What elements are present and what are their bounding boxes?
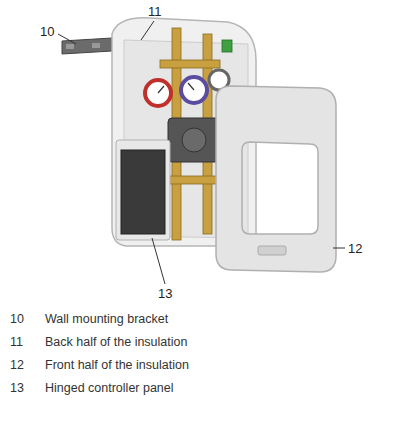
legend-number: 13 (10, 381, 24, 396)
drawing-line (141, 21, 154, 40)
drawing-path (216, 86, 336, 272)
drawing-line (158, 86, 164, 93)
drawing-circle (182, 128, 206, 152)
drawing-line (188, 83, 194, 90)
drawing-rect (164, 176, 220, 184)
front-insulation (216, 86, 336, 272)
drawing-rect (66, 44, 74, 49)
drawing-rect (121, 150, 165, 234)
drawing-rect (160, 60, 220, 68)
callout-number: 12 (348, 241, 362, 256)
drawing-line (58, 34, 76, 44)
drawing-line (333, 248, 345, 249)
drawing-line (152, 238, 165, 284)
callout-number: 11 (148, 4, 162, 19)
drawing-rect (258, 246, 286, 255)
drawing-circle (145, 80, 171, 106)
drawing-circle (181, 77, 207, 103)
drawing-rect (168, 118, 220, 162)
callout-number: 10 (40, 24, 54, 39)
legend-number: 11 (10, 335, 23, 350)
part-name: Front half of the insulation (45, 358, 189, 373)
drawing-rect (222, 40, 232, 52)
legend-number: 10 (10, 312, 24, 327)
drawing-rect (92, 43, 100, 48)
part-name: Hinged controller panel (45, 381, 174, 396)
part-name: Wall mounting bracket (45, 312, 168, 327)
drawing-rect (116, 140, 170, 240)
controller-panel (116, 140, 170, 240)
part-name: Back half of the insulation (45, 335, 187, 350)
legend-number: 12 (10, 358, 24, 373)
leader-lines (58, 21, 345, 284)
callout-number: 13 (158, 286, 172, 301)
